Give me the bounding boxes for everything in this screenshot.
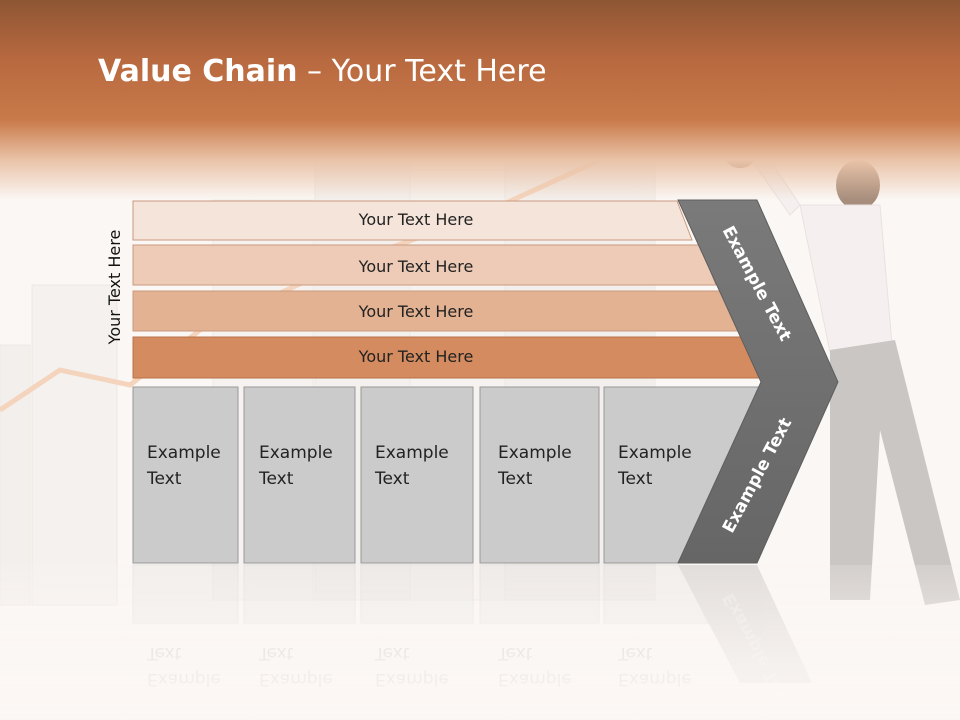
box-3	[360, 386, 474, 564]
margin-chevron	[677, 199, 839, 564]
box-1-line2: Text	[146, 469, 182, 489]
bar-3-label: Your Text Here	[358, 302, 474, 321]
bg-bar	[31, 284, 118, 606]
box-4-line2: Text	[497, 469, 533, 489]
reflection-text-2: Example	[147, 669, 221, 689]
bar-1-label: Your Text Here	[358, 210, 474, 229]
reflection-text-6: Example	[375, 669, 449, 689]
box-3-line1: Example	[375, 443, 449, 463]
bg-bar	[0, 344, 31, 606]
box-5-line1: Example	[618, 443, 692, 463]
reflection-text-9: Text	[617, 643, 653, 663]
reflection-text-4: Example	[259, 669, 333, 689]
businessman-silhouette	[726, 144, 960, 605]
reflection-text-5: Text	[374, 643, 410, 663]
reflection-text-8: Example	[498, 669, 572, 689]
reflection-text-7: Text	[497, 643, 533, 663]
box-5-line2: Text	[617, 469, 653, 489]
reflection-text-10: Example	[618, 669, 692, 689]
reflection	[132, 564, 812, 683]
title-rest: – Your Text Here	[297, 54, 547, 89]
box-2-line2: Text	[258, 469, 294, 489]
boxes-group: Example Text Example Text Example Text E…	[132, 386, 763, 564]
box-3-line2: Text	[374, 469, 410, 489]
bar-4-label: Your Text Here	[358, 347, 474, 366]
reflection-text-3: Text	[258, 643, 294, 663]
header-band	[0, 0, 960, 200]
box-1	[132, 386, 239, 564]
box-4	[479, 386, 600, 564]
bar-1-shape	[132, 200, 693, 241]
box-1-line1: Example	[147, 443, 221, 463]
box-2-line1: Example	[259, 443, 333, 463]
title-bold: Value Chain	[98, 54, 298, 89]
box-2	[243, 386, 356, 564]
bar-2-label: Your Text Here	[358, 257, 474, 276]
box-4-line1: Example	[498, 443, 572, 463]
bars-group: Your Text Here Your Text Here Your Text …	[132, 200, 764, 379]
bar-2-shape	[132, 244, 717, 286]
reflection-text-1: Text	[146, 643, 182, 663]
slide-title: Value Chain – Your Text Here	[98, 54, 547, 89]
